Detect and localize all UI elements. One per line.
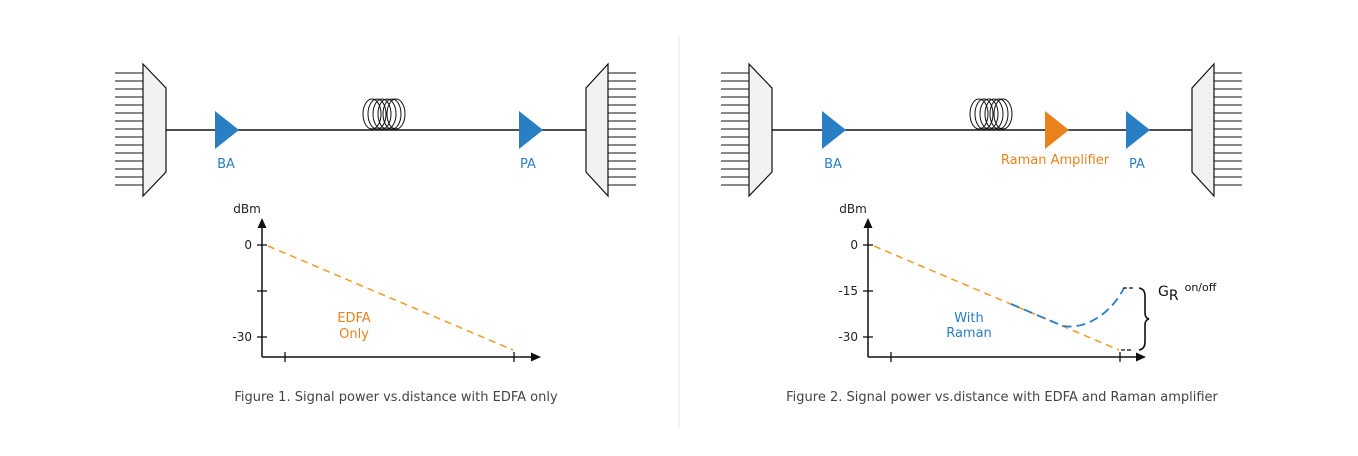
fig2-mux	[748, 62, 773, 198]
fig1-y-tick-label-0: 0	[244, 238, 252, 252]
fig2-raman-amplifier-icon	[1045, 111, 1069, 149]
fig2-pa-label: PA	[1129, 157, 1145, 172]
fig2-gain-suffix: on/off	[1185, 281, 1217, 294]
fig2-ba-amplifier-icon	[822, 111, 846, 149]
fig1-caption: Figure 1. Signal power vs.distance with …	[234, 390, 558, 405]
fig1-curve-label-line1: EDFA	[337, 311, 371, 326]
fig2-gain-label: GRon/off	[1158, 281, 1217, 304]
fig2-raman-curve	[1010, 287, 1125, 328]
fig2-gain-subscript: R	[1169, 288, 1179, 304]
fig1-y-axis-arrow	[257, 218, 267, 228]
fig1-edfa-curve	[267, 245, 514, 351]
fig2-demux	[1191, 62, 1215, 198]
fig1-demux-ports	[608, 72, 636, 186]
fig1-pa-amplifier-icon	[519, 111, 543, 149]
fig2-raman-label: Raman Amplifier	[1001, 153, 1110, 168]
fig2-plot: dBm 0 -15 -30 With Raman GRon/off	[838, 202, 1217, 362]
fig1-demux	[585, 62, 609, 198]
fig2-curve-label-line1: With	[954, 311, 984, 326]
fig1-ba-label: BA	[217, 157, 235, 172]
fig1-y-tick-label-30: -30	[232, 330, 252, 344]
fig2-ba-label: BA	[824, 157, 842, 172]
fig2-gain-brace	[1138, 287, 1150, 351]
fig2-caption: Figure 2. Signal power vs.distance with …	[786, 390, 1218, 405]
fig2-x-axis-arrow	[1136, 352, 1146, 362]
figure-1: BA PA dBm 0 -30 EDFA Only Figure 1. Sign…	[115, 62, 636, 405]
fig1-ba-amplifier-icon	[215, 111, 239, 149]
fig2-edfa-curve	[873, 245, 1120, 351]
fig2-y-unit: dBm	[839, 202, 867, 216]
fig1-y-unit: dBm	[233, 202, 261, 216]
fig2-curve-label-line2: Raman	[946, 326, 992, 341]
fig1-mux-ports	[115, 72, 143, 186]
fig2-y-tick-label-30: -30	[838, 330, 858, 344]
fig2-y-tick-label-15: -15	[838, 284, 858, 298]
fig2-gain-symbol: G	[1158, 284, 1169, 300]
fig2-fiber-spool-icon	[969, 98, 1013, 130]
fig1-plot: dBm 0 -30 EDFA Only	[232, 202, 541, 362]
fig2-y-tick-label-0: 0	[850, 238, 858, 252]
fig2-demux-ports	[1214, 72, 1242, 186]
fig1-fiber-spool-icon	[362, 98, 406, 130]
figure-2: BA Raman Amplifier PA dBm 0 -15 -30 With	[721, 62, 1242, 405]
fig1-mux	[142, 62, 167, 198]
fig2-mux-ports	[721, 72, 749, 186]
fig1-pa-label: PA	[520, 157, 536, 172]
fig1-curve-label-line2: Only	[339, 327, 369, 342]
fig2-y-axis-arrow	[863, 218, 873, 228]
fig1-link: BA PA	[115, 62, 636, 198]
fig1-x-axis-arrow	[531, 352, 541, 362]
fig2-link: BA Raman Amplifier PA	[721, 62, 1242, 198]
fig2-pa-amplifier-icon	[1126, 111, 1150, 149]
